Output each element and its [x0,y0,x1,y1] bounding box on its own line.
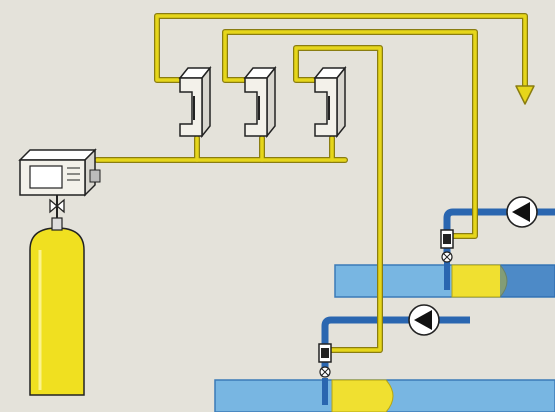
controller-unit [18,148,101,197]
arrow-down-icon [515,85,535,105]
gas-lines [94,13,528,353]
injector-2 [243,65,277,139]
gas-cylinder [29,217,85,396]
injector-1 [178,65,212,139]
pump-lower [408,304,440,336]
water-pipe-lower [321,316,470,405]
valve-upper [440,229,454,263]
injector-3 [313,65,347,139]
water-pipe-upper [443,208,555,290]
controller-connector [89,169,101,183]
pump-upper [506,196,538,228]
tank-lower [214,379,555,412]
cylinder-valve-icon [49,192,65,218]
valve-lower [318,343,332,378]
controller-display [29,165,63,189]
